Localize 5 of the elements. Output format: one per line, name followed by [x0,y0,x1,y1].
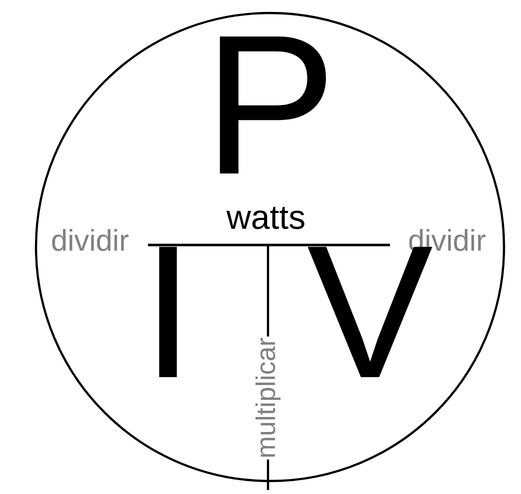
power-letter: P [220,36,326,174]
operation-label: dividir [52,229,129,251]
unit-label: watts [226,206,304,230]
current-letter: I [159,246,177,378]
operation-label: multiplicar [254,336,282,460]
